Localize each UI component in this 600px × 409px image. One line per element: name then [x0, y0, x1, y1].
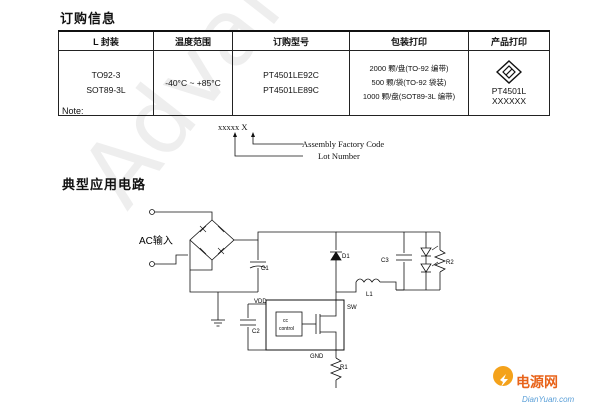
d1-label: D1	[342, 254, 350, 260]
ordering-table: L 封装 温度范围 订购型号 包装打印 产品打印 TO92-3 SOT89-3L…	[58, 30, 550, 116]
marking-code: XXXXXX	[491, 96, 527, 106]
cell-packing: 2000 颗/盘(TO-92 编带) 500 颗/袋(TO-92 袋装) 100…	[349, 50, 469, 116]
control-label: control	[279, 326, 294, 332]
header-temperature: 温度范围	[153, 30, 233, 51]
vdd-label: VDD	[254, 299, 267, 305]
packing-line-1: 2000 颗/盘(TO-92 编带)	[369, 64, 449, 73]
cc-label: cc	[283, 318, 289, 324]
circuit-heading: 典型应用电路	[62, 178, 147, 193]
model-e89c: PT4501LE89C	[263, 85, 319, 95]
c2-label: C2	[252, 329, 260, 335]
marking-part: PT4501L	[491, 86, 527, 96]
cell-package: TO92-3 SOT89-3L	[58, 50, 154, 116]
note-label: Note:	[62, 106, 84, 116]
table-row: TO92-3 SOT89-3L -40°C ~ +85°C PT4501LE92…	[58, 50, 550, 116]
chip-marking-icon	[496, 60, 522, 84]
packing-line-2: 500 颗/袋(TO-92 袋装)	[371, 78, 447, 87]
packing-line-3: 1000 颗/盘(SOT89-3L 编带)	[362, 92, 456, 101]
r2-label: R2	[446, 260, 454, 266]
gnd-label: GND	[310, 354, 324, 360]
assembly-factory-code: Assembly Factory Code	[302, 139, 385, 149]
code-pointer-lines	[233, 132, 303, 157]
lot-number: Lot Number	[318, 151, 360, 161]
logo-en-text: DianYuan.com	[522, 395, 575, 404]
cell-model: PT4501LE92C PT4501LE89C	[232, 50, 350, 116]
ac-input-label: AC输入	[139, 234, 173, 247]
package-to92: TO92-3	[91, 70, 121, 80]
logo-cn-text: 电源网	[516, 374, 558, 391]
r1-label: R1	[340, 365, 348, 371]
c3-label: C3	[381, 258, 389, 264]
lot-code: xxxxx X	[218, 122, 248, 132]
table-header-row: L 封装 温度范围 订购型号 包装打印 产品打印	[58, 30, 550, 51]
dianyuan-logo: 电源网 DianYuan.com	[493, 366, 575, 404]
package-sot89: SOT89-3L	[86, 85, 126, 95]
cell-temperature: -40°C ~ +85°C	[153, 50, 233, 116]
l1-label: L1	[366, 292, 373, 298]
header-packing: 包装打印	[349, 30, 469, 51]
model-e92c: PT4501LE92C	[263, 70, 319, 80]
sw-label: SW	[347, 305, 357, 311]
cell-marking: PT4501L XXXXXX	[468, 50, 550, 116]
ordering-heading: 订购信息	[60, 12, 117, 27]
header-model: 订购型号	[232, 30, 350, 51]
c1-label: C1	[261, 266, 269, 272]
